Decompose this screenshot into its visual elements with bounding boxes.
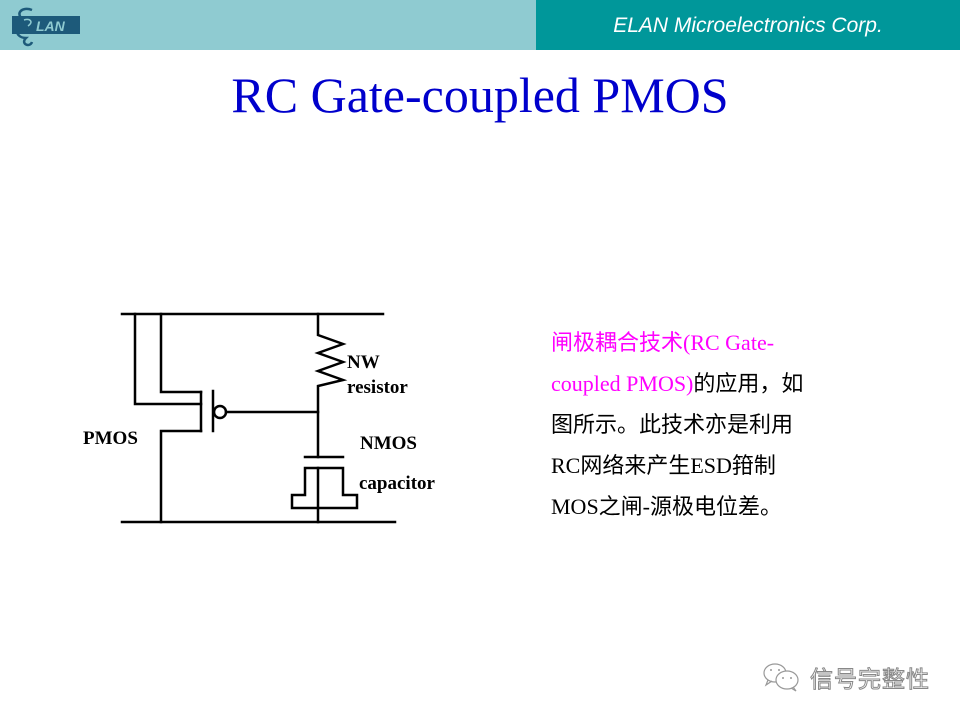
pmos-drain-wire	[159, 429, 203, 524]
label-resistor: resistor	[347, 377, 408, 398]
label-pmos: PMOS	[83, 428, 138, 449]
desc-line-2-rest: 的应用，如	[693, 371, 804, 396]
desc-line-2: coupled PMOS)的应用，如	[551, 363, 871, 404]
desc-line-3: 图所示。此技术亦是利用	[551, 412, 794, 437]
label-nw: NW	[347, 352, 380, 373]
nw-resistor	[314, 312, 348, 459]
watermark: 信号完整性	[762, 660, 930, 694]
header-left-band: LAN	[0, 0, 536, 50]
description-text: 闸极耦合技术(RC Gate- coupled PMOS)的应用，如 图所示。此…	[551, 322, 871, 527]
pmos-gate-bubble	[212, 404, 228, 420]
watermark-text: 信号完整性	[810, 667, 930, 694]
wechat-icon	[763, 663, 799, 692]
desc-line-1: 闸极耦合技术(RC Gate-	[551, 322, 871, 363]
desc-highlight-1: 闸极耦合技术(RC Gate-	[551, 330, 775, 355]
header-right-band: ELAN Microelectronics Corp.	[536, 0, 960, 50]
logo-text: LAN	[36, 18, 66, 34]
desc-line-5: MOS之闸-源极电位差。	[551, 494, 783, 519]
elan-logo: LAN	[12, 7, 80, 47]
desc-highlight-2: coupled PMOS)	[551, 371, 694, 396]
label-capacitor: capacitor	[359, 473, 435, 494]
pmos-body-wire	[133, 312, 203, 406]
label-nmos: NMOS	[360, 433, 417, 454]
desc-line-4: RC网络来产生ESD箝制	[551, 453, 776, 478]
company-name: ELAN Microelectronics Corp.	[613, 14, 883, 37]
nmos-cap-body	[290, 466, 359, 510]
pmos-source-wire	[159, 312, 203, 394]
slide-title: RC Gate-coupled PMOS	[231, 67, 729, 123]
